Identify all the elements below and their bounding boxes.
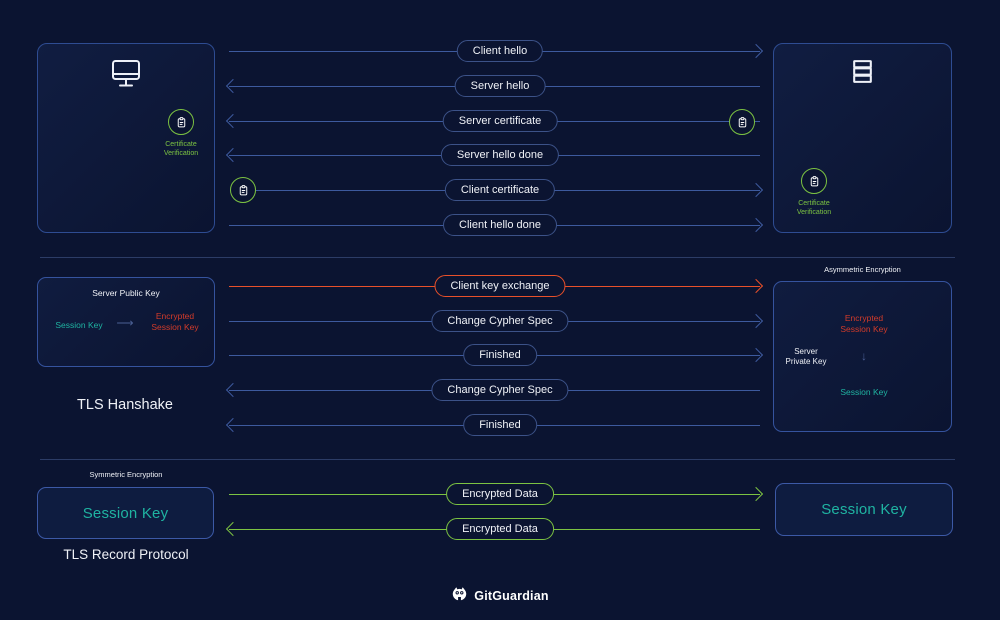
client-box	[37, 43, 215, 233]
message-pill: Encrypted Data	[446, 518, 554, 540]
arrow-right-icon	[748, 347, 764, 363]
certificate-verification-label: Certificate Verification	[796, 200, 832, 216]
message-row-client-certificate: Client certificate	[227, 179, 764, 201]
session-key-label: Session Key	[55, 320, 103, 330]
down-arrow-icon: ↓	[861, 349, 867, 363]
server-box	[773, 43, 952, 233]
server-public-key-title: Server Public Key	[92, 288, 160, 298]
message-row-encrypted-data: Encrypted Data	[225, 518, 762, 540]
symmetric-encryption-label: Symmetric Encryption	[89, 470, 163, 479]
arrow-right-icon	[748, 278, 764, 294]
message-pill: Client certificate	[444, 179, 556, 201]
message-row-finished: Finished	[225, 414, 762, 436]
message-row-client-hello-done: Client hello done	[227, 214, 764, 236]
asymmetric-encryption-label: Asymmetric Encryption	[824, 265, 901, 274]
encrypted-session-key-label: Encrypted Session Key	[151, 311, 199, 332]
server-public-key-box: Server Public Key Session Key ⟶ Encrypte…	[37, 277, 215, 367]
message-row-client-hello: Client hello	[227, 40, 764, 62]
arrow-left-icon	[225, 78, 241, 94]
message-row-client-key-exchange: Client key exchange	[227, 275, 764, 297]
certificate-icon	[801, 168, 827, 194]
arrow-right-icon	[748, 43, 764, 59]
message-row-change-cypher-spec: Change Cypher Spec	[225, 379, 762, 401]
arrow-left-icon	[225, 113, 241, 129]
message-pill: Client hello done	[443, 214, 557, 236]
message-pill: Finished	[463, 414, 537, 436]
message-pill: Client key exchange	[434, 275, 566, 297]
encrypted-session-key-label: Encrypted Session Key	[840, 313, 888, 334]
message-pill: Server certificate	[442, 110, 558, 132]
message-row-encrypted-data: Encrypted Data	[227, 483, 764, 505]
monitor-icon	[109, 58, 143, 95]
session-key-label: Session Key	[840, 387, 888, 397]
tls-record-protocol-title: TLS Record Protocol	[63, 547, 189, 562]
session-key-label: Session Key	[821, 501, 907, 518]
right-arrow-icon: ⟶	[116, 316, 134, 330]
asymmetric-encryption-box: Encrypted Session Key Server Private Key…	[773, 281, 952, 432]
message-pill: Finished	[463, 344, 537, 366]
message-row-server-hello-done: Server hello done	[225, 144, 762, 166]
tls-handshake-title: TLS Hanshake	[77, 397, 173, 413]
server-icon	[849, 58, 876, 90]
arrow-left-icon	[225, 382, 241, 398]
server-private-key-label: Server Private Key	[785, 347, 827, 367]
session-key-label: Session Key	[82, 504, 169, 522]
handshake-section-divider	[40, 257, 955, 258]
arrow-right-icon	[748, 486, 764, 502]
arrow-right-icon	[748, 313, 764, 329]
message-row-finished: Finished	[227, 344, 764, 366]
client-session-key-box: Session Key	[37, 487, 214, 539]
message-pill: Encrypted Data	[446, 483, 554, 505]
message-row-server-hello: Server hello	[225, 75, 762, 97]
brand-name: GitGuardian	[474, 589, 549, 603]
certificate-verification-label: Certificate Verification	[163, 141, 199, 157]
record-section-divider	[40, 459, 955, 460]
message-pill: Change Cypher Spec	[431, 310, 569, 332]
arrow-right-icon	[748, 182, 764, 198]
arrow-left-icon	[225, 417, 241, 433]
arrow-right-icon	[748, 217, 764, 233]
message-row-server-certificate: Server certificate	[225, 110, 762, 132]
arrow-left-icon	[225, 147, 241, 163]
message-pill: Server hello	[454, 75, 546, 97]
certificate-icon	[168, 109, 194, 135]
certificate-icon	[729, 109, 755, 135]
certificate-icon	[230, 177, 256, 203]
arrow-left-icon	[225, 521, 241, 537]
server-session-key-box: Session Key	[775, 483, 953, 536]
message-pill: Server hello done	[440, 144, 560, 166]
gitguardian-logo-icon	[451, 585, 468, 607]
message-pill: Client hello	[456, 40, 544, 62]
footer: GitGuardian	[0, 585, 1000, 607]
message-pill: Change Cypher Spec	[431, 379, 569, 401]
message-row-change-cypher-spec: Change Cypher Spec	[227, 310, 764, 332]
